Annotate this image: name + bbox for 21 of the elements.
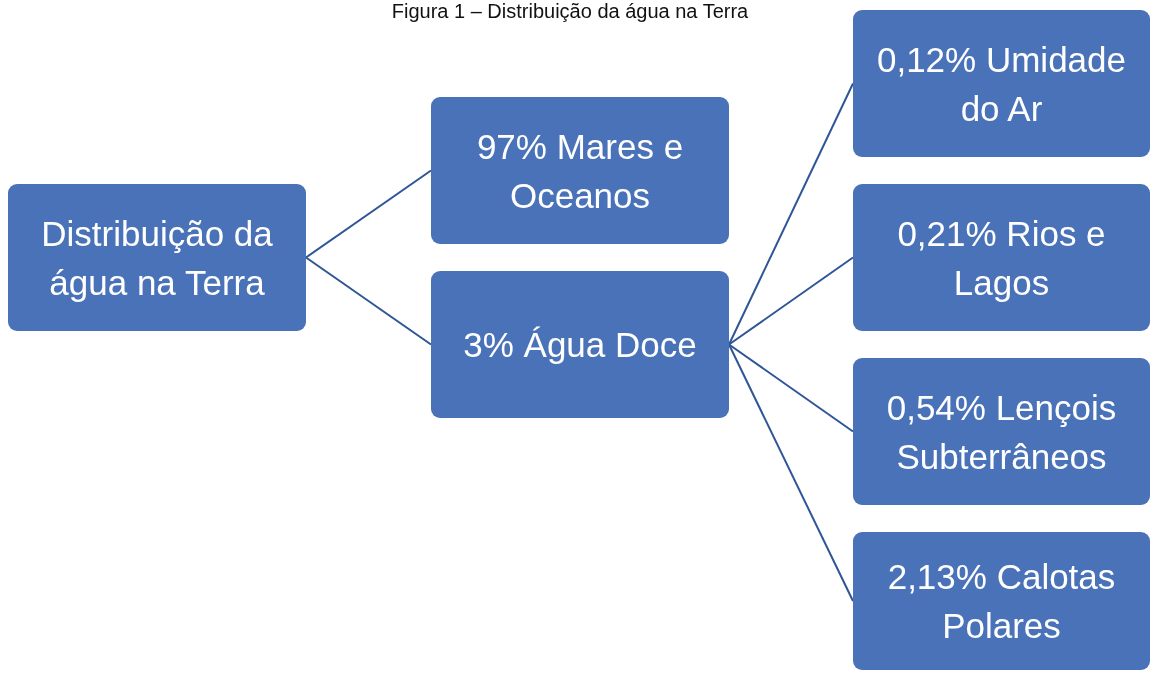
connector-line [728, 343, 854, 433]
box-label: 0,54% Lençois Subterrâneos [885, 386, 1118, 478]
box-label: 97% Mares e Oceanos [475, 125, 685, 217]
process-box [853, 10, 1150, 157]
process-box [431, 271, 729, 418]
box-label: Distribuição da água na Terra [40, 212, 274, 304]
figure-title: Figura 1 – Distribuição da água na Terra [390, 0, 750, 23]
process-box [853, 532, 1150, 670]
connector-line [305, 169, 432, 259]
box-label: 0,21% Rios e Lagos [896, 212, 1107, 304]
process-box [853, 184, 1150, 331]
process-box [853, 358, 1150, 505]
connector-line [728, 343, 854, 602]
process-box [431, 97, 729, 244]
connector-line [728, 82, 854, 346]
connector-line [305, 256, 432, 346]
box-label: 2,13% Calotas Polares [886, 556, 1117, 647]
process-box [8, 184, 306, 331]
box-label: 3% Água Doce [463, 324, 697, 366]
box-label: 0,12% Umidade do Ar [875, 38, 1127, 130]
connector-line [728, 256, 854, 346]
